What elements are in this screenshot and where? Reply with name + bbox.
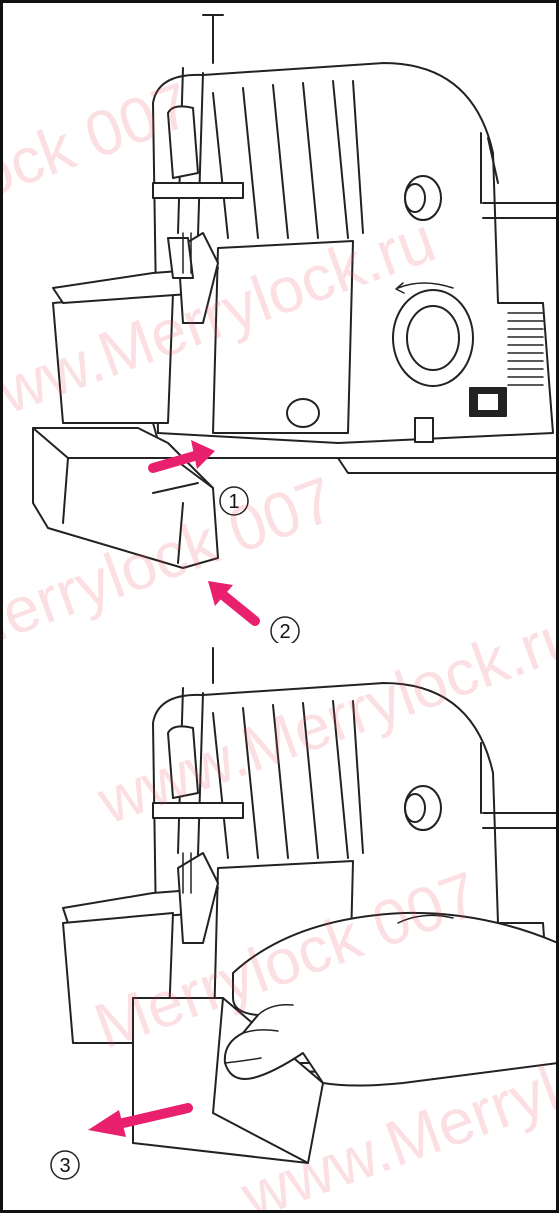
push-arrow-1-head (191, 440, 215, 469)
step-badge-1: 1 (219, 486, 249, 516)
overlocker-illustration-bottom: 3 (50, 647, 556, 1180)
pull-arrow-3 (118, 1103, 193, 1128)
step-1-label: 1 (228, 491, 239, 513)
panel-remove-tray: 3 (3, 643, 556, 1210)
step-badge-2: 2 (270, 616, 300, 643)
step-3-label: 3 (59, 1155, 70, 1177)
overlocker-illustration-top: 1 2 (32, 14, 556, 643)
push-arrow-2 (218, 590, 260, 626)
push-arrow-2-head (208, 581, 233, 606)
push-arrow-1 (148, 450, 203, 473)
step-2-label: 2 (279, 621, 290, 643)
step-badge-3: 3 (50, 1150, 80, 1180)
pull-arrow-3-head (88, 1110, 126, 1137)
panel-attach-tray: 1 2 (3, 3, 556, 643)
